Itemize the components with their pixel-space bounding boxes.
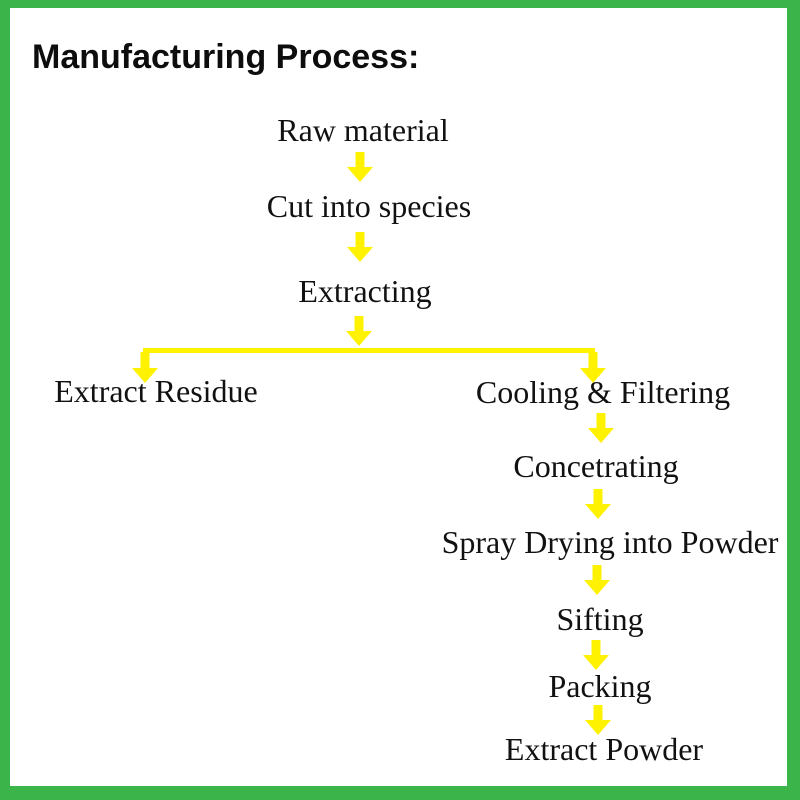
flow-node-extract-residue: Extract Residue (54, 373, 258, 409)
arrow-down-icon (347, 152, 373, 182)
flow-node-extract-powder: Extract Powder (504, 731, 704, 767)
flow-node-spray-drying: Spray Drying into Powder (441, 524, 779, 560)
page-title: Manufacturing Process: (32, 38, 420, 76)
branch-connector-line (143, 348, 595, 353)
arrow-down-icon (585, 489, 611, 519)
flow-node-extracting: Extracting (298, 273, 432, 309)
arrow-down-icon (584, 565, 610, 595)
arrow-down-icon (346, 316, 372, 346)
flow-node-cooling-filtering: Cooling & Filtering (475, 374, 731, 410)
flow-node-sifting: Sifting (556, 601, 644, 637)
flow-node-cut-into-species: Cut into species (266, 188, 472, 224)
flow-node-concetrating: Concetrating (513, 448, 679, 484)
arrow-down-icon (580, 352, 606, 383)
flow-node-packing: Packing (548, 668, 652, 704)
arrow-down-icon (132, 352, 158, 383)
arrow-down-icon (588, 413, 614, 443)
arrow-down-icon (583, 640, 609, 670)
flow-node-raw-material: Raw material (277, 112, 449, 148)
arrow-down-icon (347, 232, 373, 262)
arrow-down-icon (585, 705, 611, 735)
